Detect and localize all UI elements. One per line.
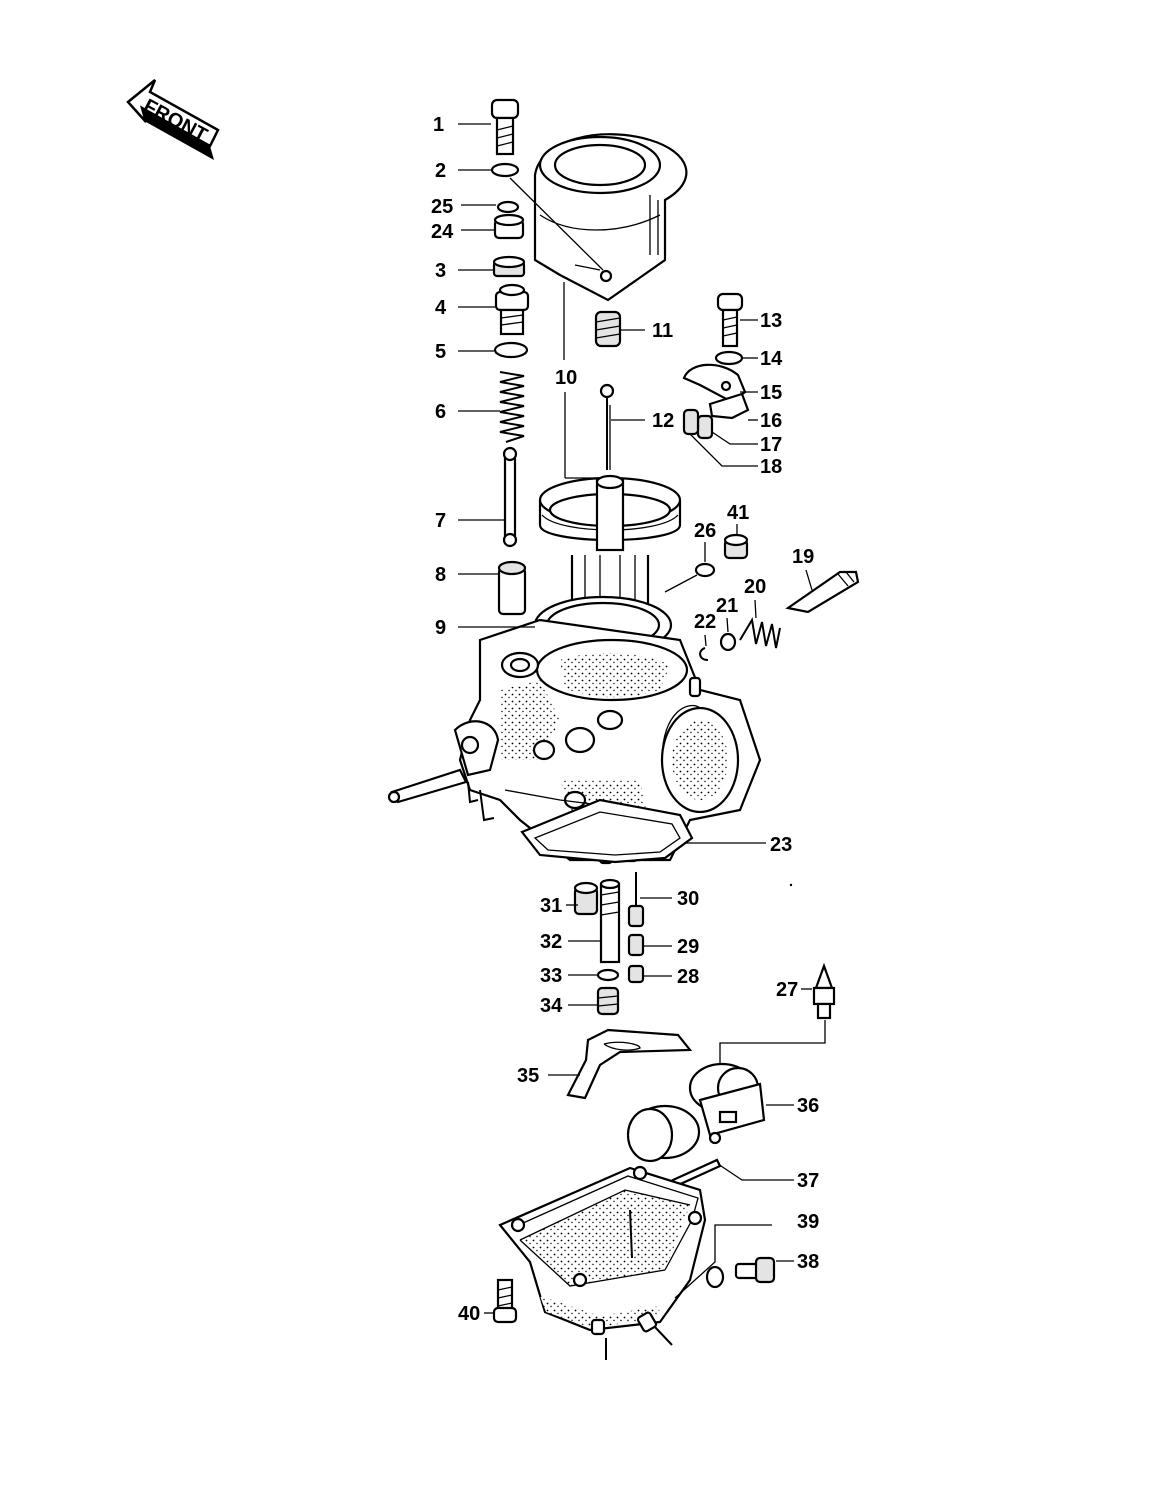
callout-9: 9: [435, 617, 446, 639]
part-5-ring: [493, 341, 529, 359]
carburetor-body: [387, 618, 762, 865]
callout-15: 15: [760, 382, 782, 404]
part-36-float: [626, 1062, 766, 1163]
callout-6: 6: [435, 401, 446, 423]
part-29-jet: [627, 933, 645, 957]
callout-4: 4: [435, 297, 447, 319]
callout-23: 23: [770, 834, 792, 856]
part-11-plug: [594, 310, 622, 348]
callout-5: 5: [435, 341, 446, 363]
part-12-jet-needle: [599, 383, 615, 470]
callout-7: 7: [435, 510, 446, 532]
callout-40: 40: [458, 1303, 480, 1325]
callout-38: 38: [797, 1251, 819, 1273]
part-37-float-pin: [671, 1158, 722, 1188]
callout-30: 30: [677, 888, 699, 910]
part-20-spring: [739, 617, 781, 649]
part-7-needle-rod: [502, 446, 518, 548]
part-27-float-valve: [812, 962, 836, 1020]
callout-1: 1: [433, 114, 444, 136]
part-8-holder: [497, 560, 527, 616]
part-13-screw: [716, 292, 744, 348]
part-16-lever: [708, 392, 750, 420]
callout-22: 22: [694, 611, 716, 633]
part-21-washer: [719, 632, 737, 652]
callout-34: 34: [540, 995, 563, 1017]
callout-17: 17: [760, 434, 782, 456]
carburetor-top-cap: [533, 133, 688, 302]
part-35-baffle-plate: [566, 1028, 693, 1100]
callout-25: 25: [431, 196, 453, 218]
callout-31: 31: [540, 895, 562, 917]
part-14-washer: [714, 350, 744, 366]
callout-28: 28: [677, 966, 699, 988]
part-10-throttle-slide: [538, 474, 682, 617]
part-26-washer: [694, 562, 716, 578]
part-19-pilot-screw: [785, 570, 860, 614]
part-1-screw: [490, 98, 520, 156]
callout-29: 29: [677, 936, 699, 958]
part-30-pilot-jet: [627, 872, 645, 928]
callout-37: 37: [797, 1170, 819, 1192]
callout-41: 41: [727, 502, 749, 524]
part-39-gasket: [705, 1265, 725, 1289]
part-38-drain-screw: [734, 1256, 776, 1284]
float-bowl: [498, 1165, 707, 1360]
callout-16: 16: [760, 410, 782, 432]
callout-13: 13: [760, 310, 782, 332]
part-4-adjuster: [494, 283, 530, 336]
front-arrow-icon: FRONT: [126, 79, 220, 160]
part-28-plug: [627, 964, 645, 984]
callout-8: 8: [435, 564, 446, 586]
callout-10: 10: [555, 367, 577, 389]
callout-24: 24: [431, 221, 454, 243]
part-6-spring: [499, 371, 525, 443]
callout-27: 27: [776, 979, 798, 1001]
callout-21: 21: [716, 595, 738, 617]
callout-2: 2: [435, 160, 446, 182]
callout-39: 39: [797, 1211, 819, 1233]
part-34-main-jet: [596, 986, 620, 1016]
callout-18: 18: [760, 456, 782, 478]
part-25-o-ring: [496, 200, 520, 214]
callout-32: 32: [540, 931, 562, 953]
part-22-o-ring: [699, 647, 709, 661]
part-32-needle-jet: [599, 878, 621, 964]
callout-26: 26: [694, 520, 716, 542]
callout-3: 3: [435, 260, 446, 282]
part-17-screw: [696, 414, 714, 440]
part-33-o-ring: [596, 968, 620, 982]
part-24-cap: [493, 213, 525, 240]
part-40-screw: [492, 1278, 518, 1324]
part-18-screw: [682, 408, 700, 436]
callout-36: 36: [797, 1095, 819, 1117]
part-3-nut: [492, 255, 526, 278]
part-41-cap-nut: [723, 533, 749, 560]
part-23-gasket: [520, 798, 694, 864]
part-2-washer: [490, 162, 520, 178]
callout-20: 20: [744, 576, 766, 598]
part-31-jet: [573, 881, 599, 916]
callout-35: 35: [517, 1065, 539, 1087]
callout-14: 14: [760, 348, 783, 370]
callout-11: 11: [652, 320, 673, 342]
callout-12: 12: [652, 410, 674, 432]
callout-19: 19: [792, 546, 814, 568]
callout-33: 33: [540, 965, 562, 987]
